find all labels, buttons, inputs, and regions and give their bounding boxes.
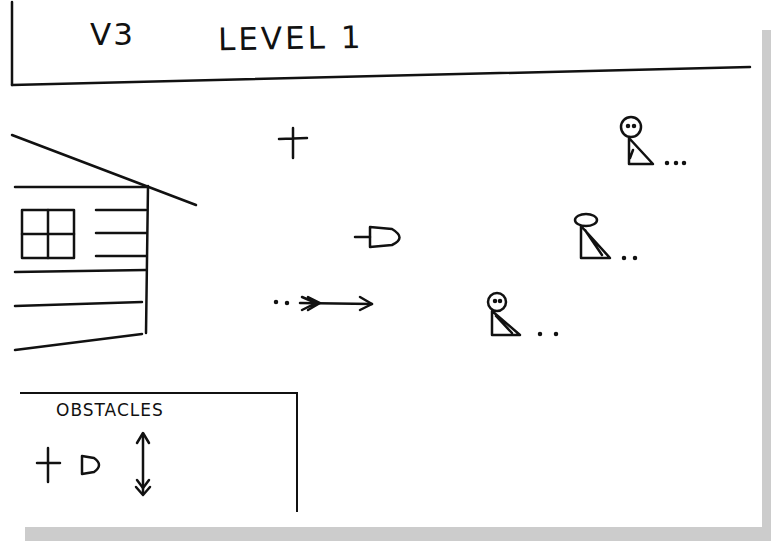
arrow-obstacle bbox=[275, 297, 372, 310]
header-bar bbox=[12, 2, 750, 85]
enemy-figure bbox=[621, 117, 685, 164]
cross-obstacle bbox=[279, 128, 307, 158]
enemy-figure bbox=[488, 293, 557, 335]
level-title: LEVEL 1 bbox=[218, 19, 364, 58]
house bbox=[12, 135, 196, 350]
box-heading: OBSTACLES bbox=[56, 400, 164, 420]
page-shadow bbox=[762, 30, 771, 541]
version-label: V3 bbox=[90, 16, 135, 52]
enemy-figure bbox=[575, 214, 636, 259]
shield-obstacle bbox=[355, 227, 400, 247]
obstacle-icons bbox=[37, 433, 150, 495]
legend-box: OBSTACLES bbox=[20, 392, 298, 512]
page-shadow bbox=[25, 527, 771, 541]
